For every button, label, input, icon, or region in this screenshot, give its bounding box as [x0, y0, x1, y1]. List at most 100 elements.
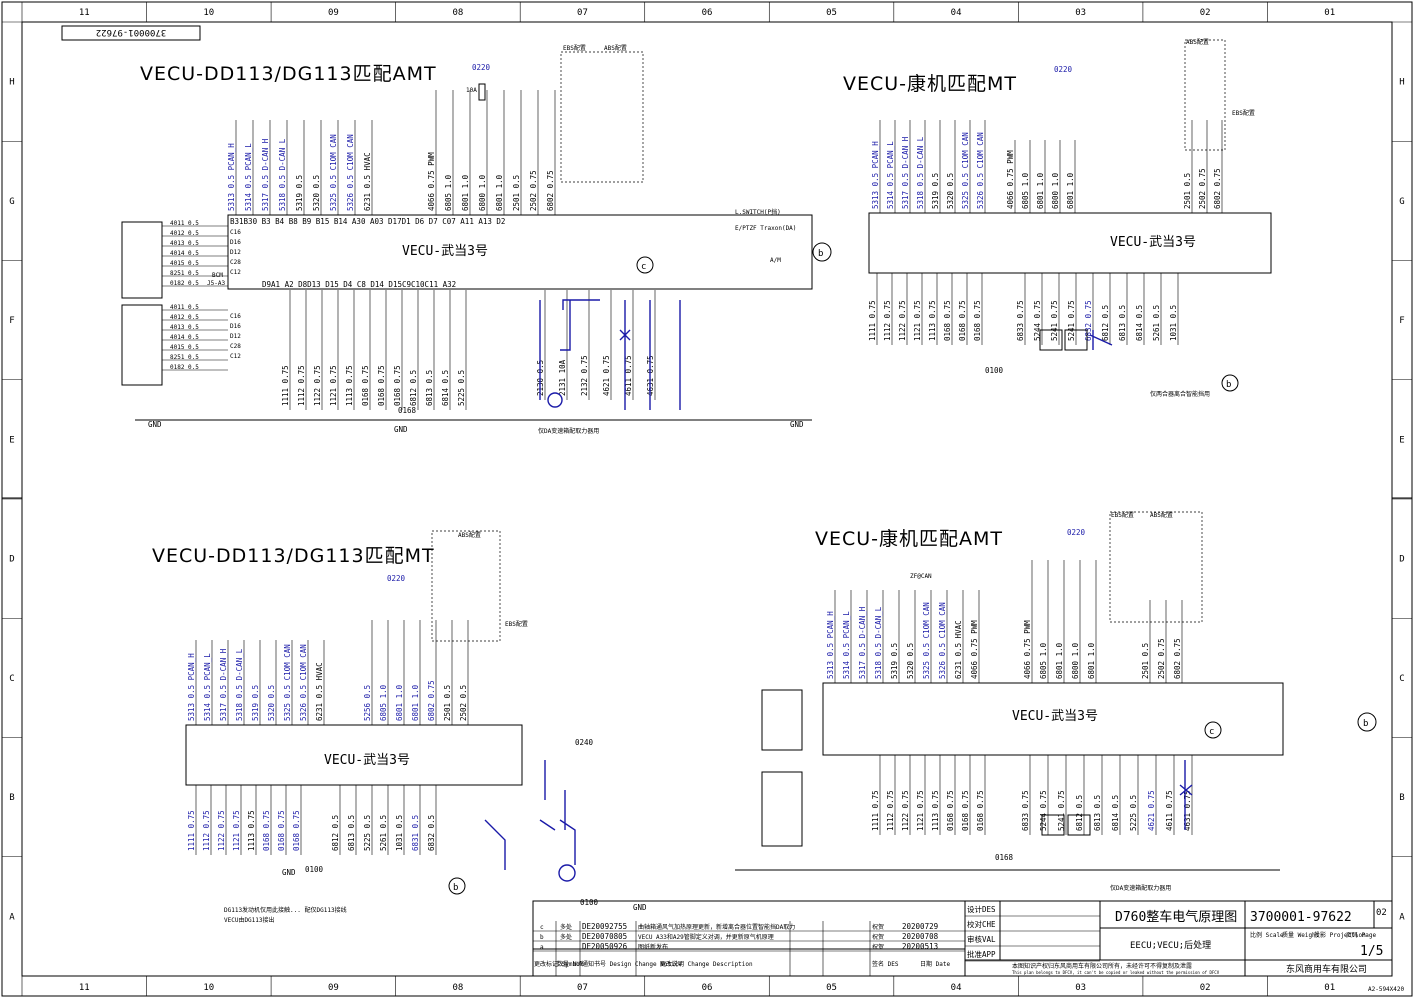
wire-label: 1122 0.75: [898, 300, 907, 341]
wire-label: 1121 0.75: [232, 810, 241, 851]
row-label: D: [9, 555, 14, 565]
j5-label: J5-A3: [207, 280, 225, 287]
vecu-block: [868, 212, 1272, 274]
wire-label: 5326 0.5 C1OM CAN: [938, 602, 947, 679]
wire-label: 4066 0.75 PWM: [427, 152, 436, 211]
wire-label: 6813 0.5: [1118, 305, 1127, 341]
wire-label: 6812 0.5: [331, 815, 340, 851]
wire-label: 1122 0.75: [901, 790, 910, 831]
ecu-name: VECU-武当3号: [402, 244, 488, 259]
wire-label: 2501 0.5: [1141, 643, 1150, 679]
wire-label: 1111 0.75: [281, 365, 290, 406]
ebs-label: EBS配置: [505, 621, 528, 628]
connector-pin: C16: [230, 229, 241, 236]
column-label: 04: [951, 8, 962, 18]
wire-label: 6801 1.0: [395, 684, 404, 721]
wire-label: 6231 0.5 HVAC: [363, 152, 372, 211]
wire-label: 5317 0.5 D-CAN_H: [901, 136, 910, 209]
rev-desc: 图纸新发布: [638, 943, 668, 951]
role-label: 批准APP: [967, 949, 996, 959]
column-label: 07: [577, 983, 588, 993]
row-label: E: [1399, 435, 1404, 445]
fuse-rating: 10A: [466, 87, 477, 94]
column-ruler: 1111101009090808070706060505040403030202…: [21, 2, 1335, 996]
row-label: A: [1399, 912, 1405, 922]
ecu-name: VECU-武当3号: [1110, 235, 1196, 250]
wire-label: 6231 0.5 HVAC: [954, 620, 963, 679]
wire-label: 6801 1.0: [461, 174, 470, 211]
connector-wire: 4015 0.5: [170, 260, 199, 267]
column-label: 11: [79, 983, 90, 993]
wire-label: 6805 1.0: [444, 174, 453, 211]
wire-label: 1112 0.75: [883, 300, 892, 341]
section-title: VECU-DD113/DG113匹配AMT: [140, 63, 437, 85]
wire-label: 5320 0.5: [946, 173, 955, 209]
ecu-pins-top: B31B30 B3 B4 B8 B9 B15 B14 A30 A03 D17D1…: [230, 217, 505, 226]
wire-label: 2501 0.5: [512, 175, 521, 211]
section-bottom-left: VECU-DD113/DG113匹配MT VECU-武当3号 5313 0.5 …: [152, 530, 647, 924]
wire-label: 0168 0.75: [946, 790, 955, 831]
column-label: 09: [328, 983, 339, 993]
wire-label: 1122 0.75: [313, 365, 322, 406]
wire-label: 4066 0.75 PWM: [1023, 620, 1032, 679]
connector-wire: 0182 0.5: [170, 280, 199, 287]
wire-label: 1113 0.75: [247, 810, 256, 851]
rev-qty: 多处: [560, 933, 572, 941]
wire-label: 0168 0.75: [361, 365, 370, 406]
rev-desc: VECU A33和A29管脚定义对调，并更新原气机原理: [638, 933, 774, 941]
column-label: 02: [1200, 983, 1211, 993]
wire-label: 6831 0.5: [411, 815, 420, 851]
ecu-name: VECU-武当3号: [324, 753, 410, 768]
wire-label: 5319 0.5: [890, 643, 899, 679]
copyright: 本图知识产权归东风商用车有限公司所有，未经许可不得复制及泄露: [1012, 962, 1192, 970]
wire-label: 5319 0.5: [295, 175, 304, 211]
wire-label: 6812 0.5: [1075, 795, 1084, 831]
column-label: 05: [826, 983, 837, 993]
wire-label: 0168 0.75: [377, 365, 386, 406]
connector-wire: 4012 0.5: [170, 314, 199, 321]
wire-label: 5318 0.5 D-CAN_L: [874, 606, 883, 679]
wire-label: 6833 0.75: [1016, 300, 1025, 341]
wire-label: 5326 0.5 C1OM CAN: [346, 134, 355, 211]
wire-label: 4621 0.75: [602, 355, 611, 396]
mt-note: 仅两合器离合智能挡用: [1150, 390, 1210, 398]
connector-wire: 4011 0.5: [170, 220, 199, 227]
rev-header: 日期 Date: [920, 960, 950, 968]
connector-pin: D12: [230, 249, 241, 256]
scale-header-item: 页码 Page: [1346, 931, 1376, 939]
circle-b: b: [1363, 719, 1368, 729]
gnd-label: GND: [394, 425, 408, 434]
rev-qty: 多处: [560, 923, 572, 931]
da-note: 仅DA变速箱配取力器用: [1110, 884, 1171, 892]
row-label: F: [9, 316, 14, 326]
fuse-label: 0220: [472, 63, 491, 72]
row-label: E: [9, 435, 14, 445]
wire-label: 4611 0.75: [1165, 790, 1174, 831]
wire-label: 1111 0.75: [868, 300, 877, 341]
wire-label: 5325 0.5 C1OM CAN: [922, 602, 931, 679]
wire-label: 6812 0.5: [409, 370, 418, 406]
wire-label: 6801 1.0: [1066, 172, 1075, 209]
wire-label: 5225 0.5: [457, 370, 466, 406]
connector-wire: 4013 0.5: [170, 240, 199, 247]
wire-label: 5318 0.5 D-CAN_L: [278, 138, 287, 211]
section-title: VECU-DD113/DG113匹配MT: [152, 545, 435, 567]
row-label: A: [9, 912, 15, 922]
wire-label: 2502 0.75: [529, 170, 538, 211]
wire-label: 5225 0.5: [363, 815, 372, 851]
wire-label: 5256 0.5: [363, 685, 372, 721]
circle-c: c: [1209, 727, 1214, 737]
gnd-label: GND: [790, 420, 804, 429]
connector-wire: 4014 0.5: [170, 250, 199, 257]
wire-label: 6832 0.75: [1084, 300, 1093, 341]
wire-label: 6802 0.75: [546, 170, 555, 211]
bcm-label: BCM: [212, 272, 223, 279]
doc-stamp: 3700001-97622: [96, 27, 166, 37]
rev-mark: b: [540, 934, 544, 941]
fuse-label: 0220: [1054, 65, 1073, 74]
rev-header: 通知书号 Design Change Notice: [582, 960, 682, 968]
wire-label: 1111 0.75: [187, 810, 196, 851]
